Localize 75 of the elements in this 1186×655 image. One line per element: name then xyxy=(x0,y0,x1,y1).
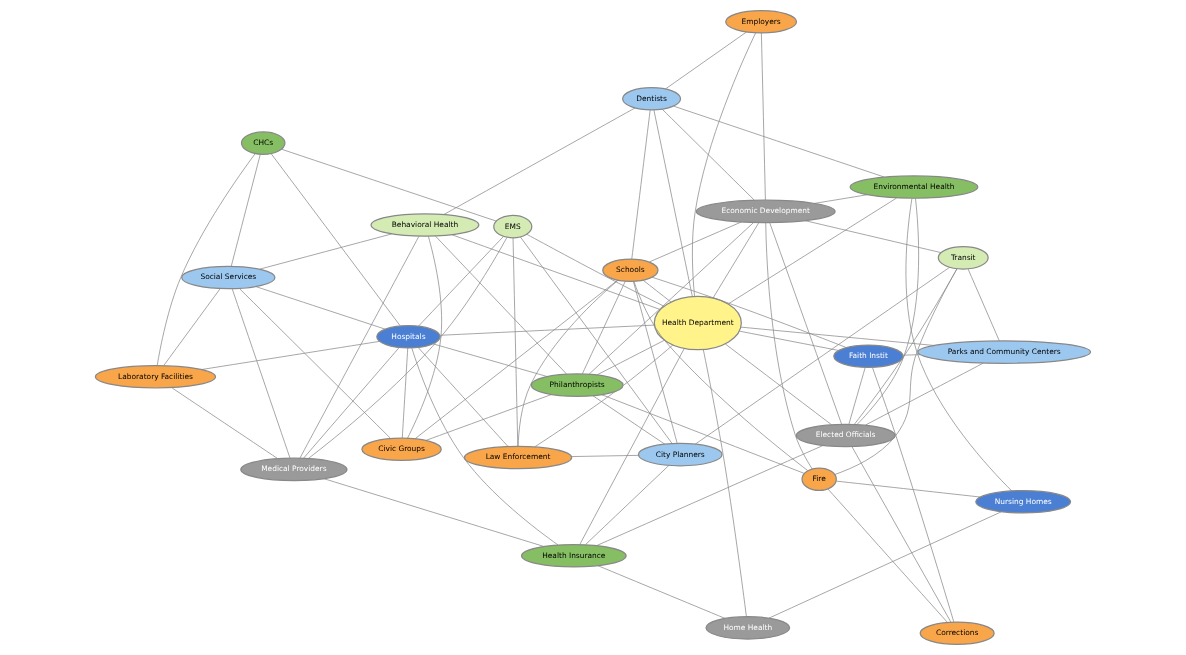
connector xyxy=(303,347,400,459)
connector xyxy=(534,344,674,448)
connector xyxy=(642,279,672,303)
connector xyxy=(259,233,393,270)
connector xyxy=(200,340,381,370)
connector xyxy=(661,108,755,201)
connector xyxy=(651,276,847,348)
connector xyxy=(579,348,685,545)
connector xyxy=(653,109,693,297)
connector xyxy=(255,286,386,330)
connector xyxy=(848,367,866,425)
connector xyxy=(902,354,921,356)
connector xyxy=(633,281,678,444)
connector xyxy=(665,31,747,90)
connector xyxy=(692,32,756,297)
connector xyxy=(761,32,766,201)
connector xyxy=(417,347,509,447)
connector xyxy=(827,488,948,623)
connector xyxy=(517,279,619,447)
connector xyxy=(418,236,504,327)
connector xyxy=(425,394,552,441)
connector xyxy=(865,362,984,426)
connector xyxy=(814,194,868,204)
connector xyxy=(270,153,401,327)
connector xyxy=(856,198,920,425)
connector xyxy=(281,148,497,222)
connector xyxy=(520,236,673,444)
connector xyxy=(769,222,842,425)
connector xyxy=(163,288,221,366)
connector xyxy=(323,478,545,547)
connector xyxy=(633,280,809,471)
connector xyxy=(171,387,279,459)
connector xyxy=(765,222,813,470)
connector xyxy=(512,237,519,447)
connector xyxy=(804,220,942,253)
connector xyxy=(581,280,626,375)
connector xyxy=(230,153,261,267)
connector xyxy=(156,153,256,366)
connector xyxy=(851,446,952,623)
connector xyxy=(435,235,568,375)
connector xyxy=(411,347,559,546)
connector xyxy=(905,197,1013,492)
connector xyxy=(414,279,618,439)
connector xyxy=(967,268,1000,342)
connector xyxy=(571,455,639,457)
connector xyxy=(439,324,655,336)
connector xyxy=(585,465,670,546)
connector xyxy=(673,105,885,178)
connector xyxy=(443,107,636,215)
connector xyxy=(872,367,955,623)
connector xyxy=(238,288,391,439)
connector xyxy=(601,394,805,474)
connector xyxy=(592,395,666,445)
connector xyxy=(588,222,755,375)
connector xyxy=(231,288,291,459)
connector xyxy=(596,339,665,376)
connector xyxy=(694,266,950,445)
connector xyxy=(526,233,665,307)
connector xyxy=(631,109,651,260)
connector xyxy=(596,445,824,546)
connector xyxy=(432,343,548,377)
connector xyxy=(738,330,840,351)
connector xyxy=(649,221,742,263)
connector xyxy=(401,347,409,439)
connector xyxy=(597,565,726,619)
connector xyxy=(740,326,935,346)
connector xyxy=(702,349,747,618)
connector xyxy=(724,343,832,426)
connector xyxy=(836,480,981,498)
connector xyxy=(299,235,420,459)
connector xyxy=(307,237,508,459)
connector xyxy=(727,197,898,305)
connector xyxy=(712,222,760,299)
connector xyxy=(407,235,442,439)
connector xyxy=(768,511,1002,619)
